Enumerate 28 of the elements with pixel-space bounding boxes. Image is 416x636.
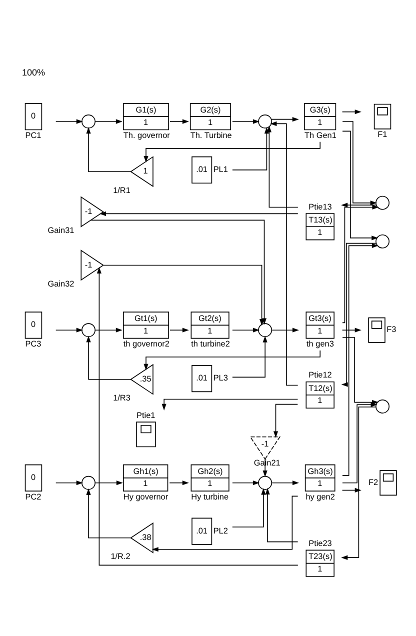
node-label: Gain32: [48, 280, 74, 289]
node-label: Ptie12: [308, 370, 332, 380]
node-label: PL2: [213, 526, 228, 536]
node-label: F3: [386, 325, 396, 334]
node-label: th governor2: [123, 340, 170, 349]
node-label: Ptie1: [136, 410, 156, 420]
node-label: PC2: [25, 492, 42, 502]
node-label: 1/R1: [113, 186, 130, 195]
node-label: F1: [378, 130, 388, 140]
node-label: F2: [368, 478, 378, 487]
node-label: hy gen2: [306, 492, 335, 502]
node-label: 1/R.2: [110, 552, 130, 562]
node-label: Ptie13: [308, 202, 332, 212]
node-label: PC3: [25, 340, 42, 349]
node-label: PL3: [213, 374, 228, 383]
node-label: Th. governor: [123, 130, 170, 140]
node-label: PL1: [213, 165, 228, 174]
node-label: 1/R3: [113, 394, 130, 403]
node-label: Th. Turbine: [190, 130, 232, 140]
node-label: th gen3: [306, 340, 334, 349]
node-label: Gain31: [48, 226, 74, 236]
node-label: Ptie23: [308, 539, 332, 548]
node-label: Hy turbine: [191, 492, 229, 502]
node-label: th turbine2: [191, 340, 230, 349]
node-label: PC1: [25, 130, 42, 140]
node-label: Hy governor: [123, 492, 168, 502]
label: 100%: [22, 67, 46, 78]
node-label: Th Gen1: [304, 130, 336, 140]
